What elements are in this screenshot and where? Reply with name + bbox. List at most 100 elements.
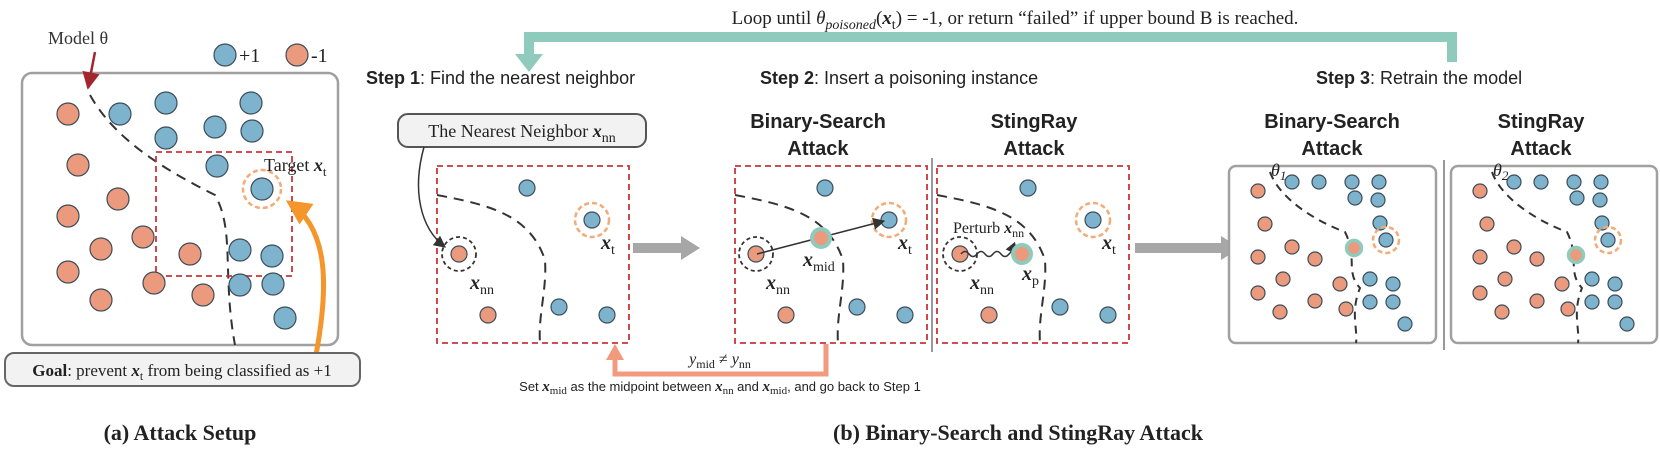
poison-point bbox=[1344, 238, 1364, 258]
negative-point bbox=[1257, 216, 1273, 232]
retrained-boundary-2 bbox=[1491, 171, 1584, 344]
step2-header: Step 2: Insert a poisoning instance bbox=[760, 68, 1038, 88]
loop-arrow bbox=[515, 32, 1457, 72]
positive-point bbox=[239, 91, 263, 115]
positive-point bbox=[1569, 190, 1585, 206]
target-ring bbox=[573, 201, 611, 239]
x-t-label: xt bbox=[1101, 232, 1116, 258]
step1-frame bbox=[436, 165, 630, 344]
step3-sr-title: StingRay bbox=[1498, 111, 1586, 133]
negative-point bbox=[1494, 304, 1510, 320]
positive-point bbox=[1051, 298, 1069, 316]
negative-point bbox=[1554, 276, 1570, 292]
target-label: Target xt bbox=[264, 155, 327, 179]
positive-point bbox=[1311, 174, 1327, 190]
positive-point bbox=[1566, 174, 1582, 190]
negative-point bbox=[1332, 276, 1348, 292]
negative-point bbox=[1529, 251, 1545, 267]
negative-point bbox=[1338, 301, 1354, 317]
target-ring bbox=[1371, 225, 1401, 255]
x-nn-label: xnn bbox=[765, 272, 790, 298]
negative-point bbox=[1479, 216, 1495, 232]
positive-point bbox=[1593, 174, 1609, 190]
positive-point bbox=[1600, 232, 1616, 248]
step3-bs-panel: θ1 bbox=[1227, 160, 1438, 345]
positive-point bbox=[1607, 294, 1623, 310]
negative-point bbox=[1250, 249, 1266, 265]
positive-point bbox=[848, 298, 866, 316]
positive-point bbox=[518, 179, 536, 197]
theta2-label: θ2 bbox=[1493, 160, 1509, 183]
positive-point bbox=[550, 298, 568, 316]
retrained-boundary-1 bbox=[1269, 171, 1362, 344]
x-t-label: xt bbox=[600, 232, 615, 258]
nn-callout bbox=[397, 113, 647, 148]
positive-point bbox=[1506, 174, 1522, 190]
step2-bs-title-2: Attack bbox=[787, 138, 849, 160]
negative-point bbox=[66, 153, 90, 177]
positive-point bbox=[203, 115, 227, 139]
positive-point bbox=[108, 102, 132, 126]
negative-point bbox=[89, 288, 113, 312]
negative-point bbox=[1472, 249, 1488, 265]
negative-point bbox=[178, 242, 202, 266]
positive-point bbox=[260, 244, 284, 268]
negative-point bbox=[747, 245, 765, 263]
target-ring bbox=[1074, 201, 1112, 239]
model-arrow bbox=[82, 51, 100, 90]
negative-point bbox=[1497, 271, 1513, 287]
legend-positive-label: +1 bbox=[239, 45, 260, 67]
positive-point bbox=[250, 177, 274, 201]
negative-point bbox=[1250, 285, 1266, 301]
x-p-label: xp bbox=[1021, 263, 1039, 289]
positive-point bbox=[598, 306, 616, 324]
positive-point bbox=[1385, 276, 1401, 292]
negative-point bbox=[56, 204, 80, 228]
positive-point bbox=[583, 211, 601, 229]
caption-b: (b) Binary-Search and StingRay Attack bbox=[833, 420, 1204, 445]
panel-a: Model θ +1 -1 Target xt Goal: prevent xt… bbox=[4, 28, 361, 445]
positive-point bbox=[1371, 174, 1387, 190]
feedback-arrow bbox=[606, 344, 829, 377]
negative-point bbox=[56, 260, 80, 284]
step2-sr-title-2: Attack bbox=[1003, 138, 1065, 160]
negative-point bbox=[1472, 285, 1488, 301]
target-ring bbox=[870, 201, 908, 239]
goal-arrow bbox=[285, 200, 327, 356]
negative-point bbox=[106, 187, 130, 211]
negative-point bbox=[1275, 271, 1291, 287]
x-p-point bbox=[1011, 243, 1033, 265]
negative-point bbox=[450, 245, 468, 263]
panel-a-frame bbox=[20, 71, 340, 347]
positive-point bbox=[1584, 294, 1600, 310]
flow-arrow-1 bbox=[633, 236, 700, 260]
positive-point bbox=[240, 119, 264, 143]
step3-bs-title: Binary-Search bbox=[1264, 111, 1400, 133]
positive-point bbox=[1347, 190, 1363, 206]
negative-point bbox=[777, 306, 795, 324]
sr-boundary bbox=[936, 194, 1047, 344]
positive-point bbox=[1284, 174, 1300, 190]
positive-point bbox=[880, 211, 898, 229]
x-mid-label: xmid bbox=[802, 249, 835, 275]
positive-point bbox=[261, 272, 285, 296]
legend-negative-dot bbox=[285, 43, 309, 67]
perturb-path bbox=[960, 241, 1018, 258]
bs-boundary bbox=[734, 194, 845, 344]
negative-point bbox=[1307, 293, 1323, 309]
positive-point bbox=[1584, 271, 1600, 287]
positive-point bbox=[154, 91, 178, 115]
positive-point bbox=[228, 273, 252, 297]
poison-point bbox=[1566, 245, 1586, 265]
bs-model-frame bbox=[1227, 164, 1438, 345]
positive-point bbox=[1344, 174, 1360, 190]
goal-box bbox=[4, 352, 361, 387]
negative-point bbox=[1529, 293, 1545, 309]
sr-frame bbox=[936, 165, 1130, 344]
target-ring bbox=[1593, 225, 1623, 255]
theta1-label: θ1 bbox=[1271, 160, 1286, 183]
caption-a: (a) Attack Setup bbox=[104, 420, 257, 445]
negative-point bbox=[1284, 239, 1300, 255]
perturb-label: Perturb xnn bbox=[953, 220, 1024, 240]
positive-point bbox=[816, 179, 834, 197]
